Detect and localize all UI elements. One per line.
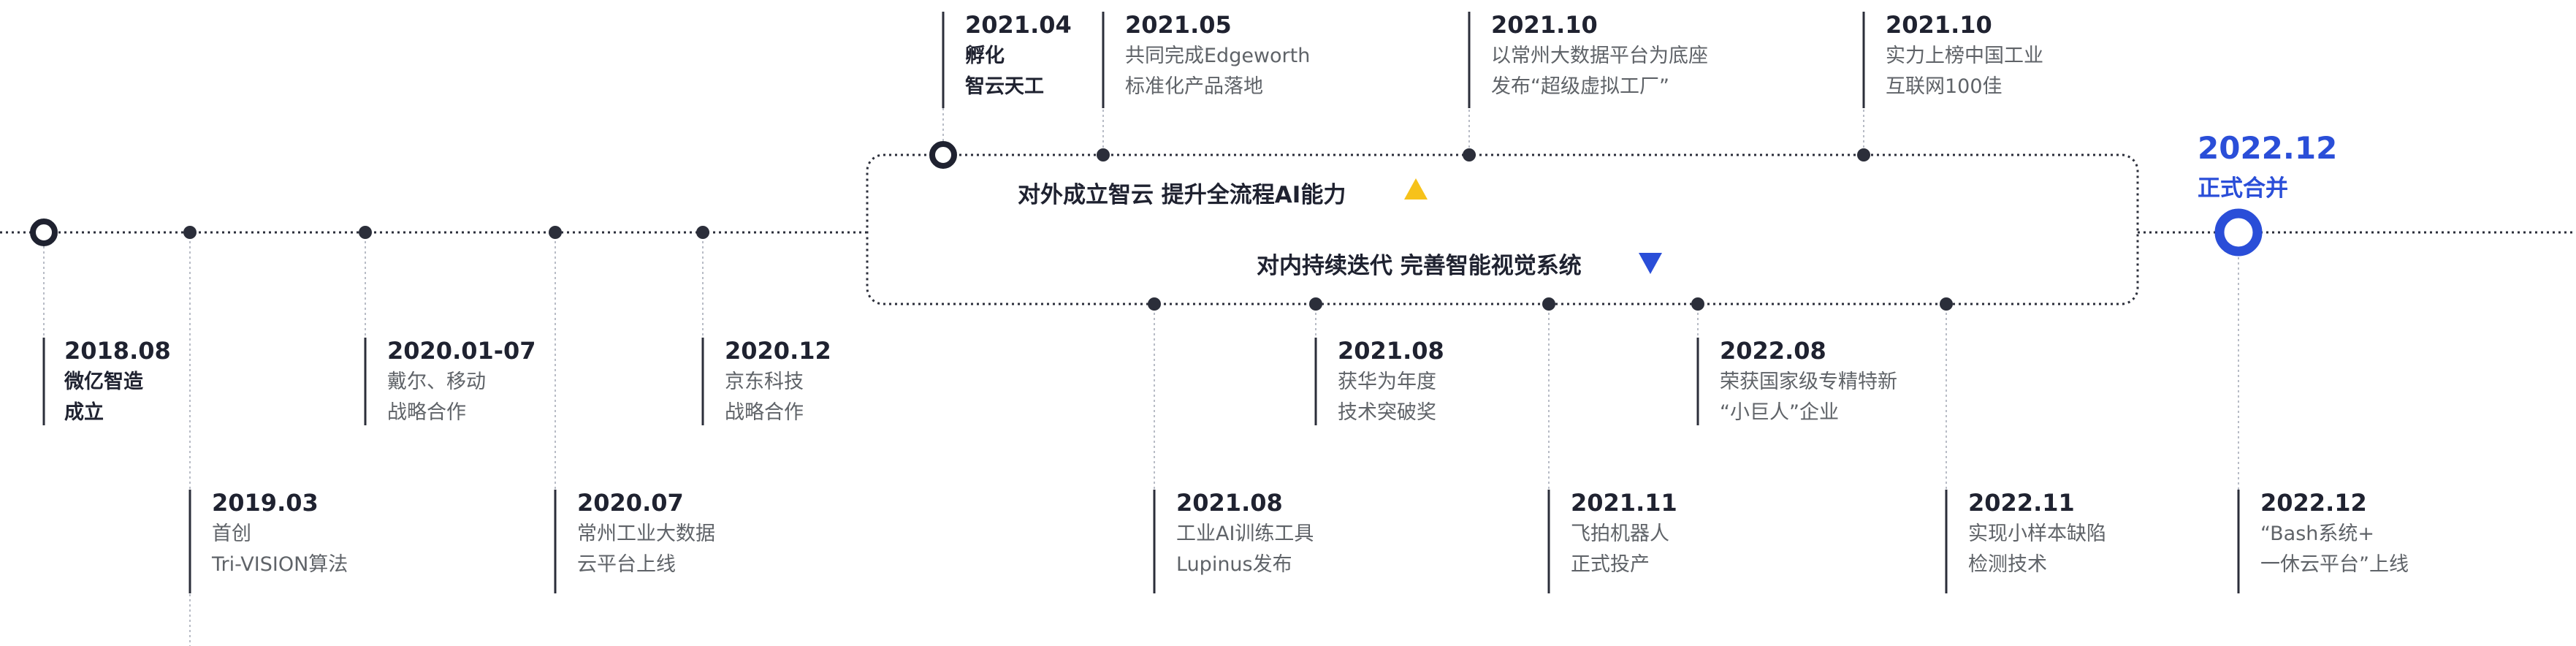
event-2021-08-lupinus: 2021.08 工业AI训练工具 Lupinus发布	[1176, 487, 1314, 580]
event-date: 2018.08	[64, 337, 171, 365]
event-line: 以常州大数据平台为底座	[1491, 45, 1708, 67]
event-line: 获华为年度	[1338, 370, 1436, 393]
final-milestone-date: 2022.12	[2198, 130, 2338, 166]
event-2020-07: 2020.07 常州工业大数据 云平台上线	[577, 487, 715, 580]
event-2022-08: 2022.08 荣获国家级专精特新 “小巨人”企业	[1720, 335, 1897, 428]
event-line: 正式投产	[1571, 553, 1650, 576]
event-date: 2020.01-07	[387, 337, 536, 365]
event-line: Lupinus发布	[1176, 553, 1292, 576]
event-2021-04: 2021.04 孵化 智云天工	[965, 9, 1072, 102]
event-line: “小巨人”企业	[1720, 401, 1839, 424]
event-2018-08: 2018.08 微亿智造 成立	[64, 335, 171, 428]
event-2021-10-ranking: 2021.10 实力上榜中国工业 互联网100佳	[1886, 9, 2043, 102]
event-line: Tri-VISION算法	[212, 553, 348, 576]
event-line: 互联网100佳	[1886, 75, 2003, 98]
ring-marker-2021-04	[929, 141, 957, 169]
ring-marker-2018-08	[30, 218, 58, 246]
event-date: 2021.10	[1886, 11, 1992, 39]
event-date: 2020.12	[725, 337, 831, 365]
timeline-dots	[183, 148, 1953, 311]
triangle-up-icon	[1404, 178, 1428, 200]
dot-2020-07	[549, 226, 562, 239]
label-bars	[42, 12, 2240, 593]
event-line: 实力上榜中国工业	[1886, 45, 2043, 67]
zhiyun-branch-box	[866, 153, 2139, 305]
event-line: 常州工业大数据	[577, 522, 715, 545]
event-date: 2021.04	[965, 11, 1072, 39]
event-2022-11: 2022.11 实现小样本缺陷 检测技术	[1968, 487, 2106, 580]
event-date: 2022.12	[2260, 489, 2367, 517]
dot-2019-03	[183, 226, 197, 239]
event-line: 首创	[212, 522, 251, 545]
event-date: 2021.05	[1125, 11, 1232, 39]
box-outer-caption: 对外成立智云 提升全流程AI能力	[1018, 182, 1346, 208]
event-2020-01-07: 2020.01-07 戴尔、移动 战略合作	[387, 335, 536, 428]
event-date: 2022.11	[1968, 489, 2075, 517]
event-date: 2022.08	[1720, 337, 1826, 365]
dot-2021-11	[1542, 297, 1555, 311]
connector-lines	[43, 108, 2239, 646]
event-2021-10-platform: 2021.10 以常州大数据平台为底座 发布“超级虚拟工厂”	[1491, 9, 1708, 102]
event-2022-12: 2022.12 “Bash系统+ 一休云平台”上线	[2260, 487, 2409, 580]
event-line: 云平台上线	[577, 553, 676, 576]
triangle-down-icon	[1639, 253, 1662, 274]
event-2021-08-huawei: 2021.08 获华为年度 技术突破奖	[1338, 335, 1444, 428]
event-line: 京东科技	[725, 370, 804, 393]
event-line: 一休云平台”上线	[2260, 553, 2409, 576]
event-date: 2021.08	[1176, 489, 1283, 517]
dot-2022-08	[1691, 297, 1704, 311]
event-line: 成立	[64, 401, 104, 424]
event-line: 智云天工	[965, 75, 1044, 98]
event-line: 荣获国家级专精特新	[1720, 370, 1897, 393]
event-2021-11: 2021.11 飞拍机器人 正式投产	[1571, 487, 1677, 580]
event-line: 共同完成Edgeworth	[1125, 45, 1311, 67]
event-line: 战略合作	[387, 401, 466, 424]
event-line: “Bash系统+	[2260, 522, 2375, 545]
event-line: 戴尔、移动	[387, 370, 486, 393]
box-inner-caption: 对内持续迭代 完善智能视觉系统	[1257, 253, 1582, 279]
event-line: 战略合作	[725, 401, 804, 424]
event-line: 工业AI训练工具	[1176, 522, 1314, 545]
event-line: 飞拍机器人	[1571, 522, 1669, 545]
event-line: 技术突破奖	[1338, 401, 1436, 424]
event-date: 2021.08	[1338, 337, 1444, 365]
event-line: 微亿智造	[64, 370, 143, 393]
dot-2021-10a	[1463, 148, 1476, 162]
dot-2020-01	[359, 226, 372, 239]
event-line: 实现小样本缺陷	[1968, 522, 2106, 545]
event-date: 2021.10	[1491, 11, 1598, 39]
event-line: 检测技术	[1968, 553, 2047, 576]
event-2021-05: 2021.05 共同完成Edgeworth 标准化产品落地	[1125, 9, 1310, 102]
dot-2021-05	[1097, 148, 1110, 162]
event-2019-03: 2019.03 首创 Tri-VISION算法	[212, 487, 348, 580]
dot-2022-11	[1940, 297, 1953, 311]
ring-marker-final	[2214, 208, 2263, 256]
event-line: 发布“超级虚拟工厂”	[1491, 75, 1669, 98]
event-2020-12: 2020.12 京东科技 战略合作	[725, 335, 831, 428]
dot-2021-08b	[1309, 297, 1322, 311]
event-date: 2019.03	[212, 489, 319, 517]
event-line: 孵化	[965, 45, 1005, 67]
event-date: 2020.07	[577, 489, 684, 517]
dot-2020-12	[696, 226, 709, 239]
event-line: 标准化产品落地	[1125, 75, 1263, 98]
dot-2021-10b	[1857, 148, 1870, 162]
dot-2021-08a	[1148, 297, 1161, 311]
event-date: 2021.11	[1571, 489, 1677, 517]
final-milestone-label: 正式合并	[2198, 175, 2288, 202]
